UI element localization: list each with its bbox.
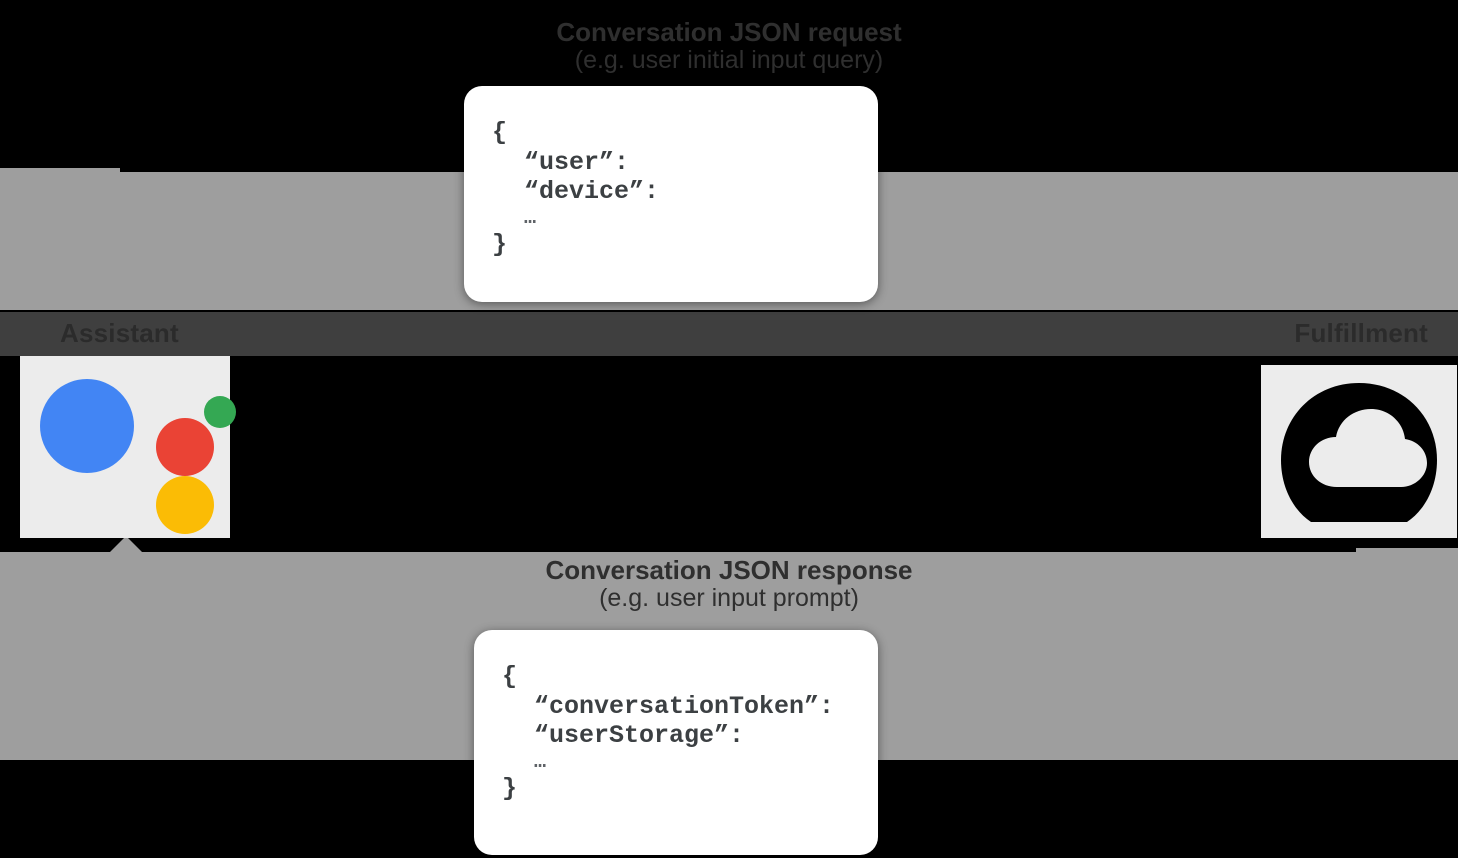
response-arrowhead-icon	[100, 536, 152, 562]
google-assistant-logo-icon	[20, 356, 236, 538]
request-flow-subtitle: (e.g. user initial input query)	[574, 46, 884, 75]
response-json-open-brace: {	[502, 662, 518, 691]
response-arrow-segment-right	[1356, 548, 1458, 760]
request-arrowhead-icon	[1330, 283, 1382, 309]
assistant-dot-blue-icon	[40, 379, 134, 473]
response-json-ellipsis: …	[534, 750, 549, 774]
cloud-functions-icon	[1261, 365, 1457, 538]
response-json-key-user-storage: “userStorage”:	[534, 721, 745, 750]
request-flow-title-group: Conversation JSON request (e.g. user ini…	[0, 18, 1458, 75]
request-json-bubble: { “user”: “device”: … }	[464, 86, 878, 302]
response-json-key-conversation-token: “conversationToken”:	[534, 691, 835, 721]
assistant-node-label: Assistant	[60, 318, 179, 348]
request-flow-title: Conversation JSON request	[556, 17, 902, 47]
assistant-dot-red-icon	[156, 418, 214, 476]
request-arrow-segment-left	[0, 168, 120, 310]
response-json-close-brace: }	[502, 774, 518, 804]
cloud-icon	[1281, 383, 1437, 522]
request-json-key-user: “user”:	[524, 147, 630, 177]
center-divider-band	[0, 312, 1458, 356]
response-arrow-segment-left	[0, 552, 126, 760]
response-json-bubble: { “conversationToken”: “userStorage”: … …	[474, 630, 878, 855]
request-json-open-brace: {	[492, 118, 508, 147]
assistant-dot-green-icon	[204, 396, 236, 428]
assistant-dot-yellow-icon	[156, 476, 214, 534]
request-json-close-brace: }	[492, 230, 508, 260]
request-json-ellipsis: …	[524, 206, 539, 230]
request-json-key-device: “device”:	[524, 177, 660, 206]
fulfillment-node-label: Fulfillment	[1294, 318, 1428, 348]
